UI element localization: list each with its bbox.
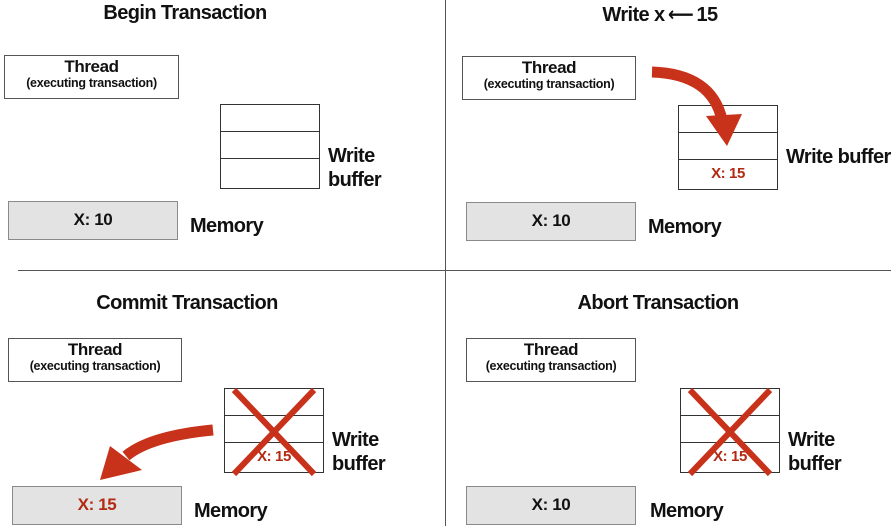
memory-value: X: 10: [531, 211, 571, 230]
buffer-row: [221, 105, 319, 132]
buffer-row: X: 15: [679, 160, 777, 187]
thread-subtitle: (executing transaction): [483, 77, 615, 91]
thread-box: Thread (executing transaction): [4, 55, 179, 99]
memory-value: X: 10: [73, 210, 113, 229]
buffer-row: [221, 132, 319, 159]
buffer-entry: X: 15: [711, 165, 745, 182]
buffer-row: [681, 389, 779, 416]
memory-box: X: 10: [466, 486, 636, 525]
write-buffer: [220, 104, 320, 189]
buffer-row: [679, 106, 777, 133]
thread-title: Thread: [523, 340, 579, 359]
write-label-line2: buffer: [328, 169, 382, 191]
memory-label: Memory: [190, 215, 264, 237]
memory-label: Memory: [650, 500, 724, 522]
write-buffer: X: 15: [678, 105, 778, 190]
buffer-row: [679, 133, 777, 160]
buffer-row: [225, 416, 323, 443]
write-label-line1: Write: [332, 429, 379, 451]
memory-box: X: 10: [8, 201, 178, 240]
memory-box: X: 15: [12, 486, 182, 525]
write-buffer-label: Write buffer: [332, 428, 386, 476]
thread-title: Thread: [64, 57, 119, 76]
write-label-line1: Write: [788, 429, 835, 451]
panel-title: Commit Transaction: [96, 292, 278, 314]
write-buffer: X: 15: [224, 388, 324, 473]
buffer-row: [221, 159, 319, 186]
memory-label: Memory: [648, 216, 722, 238]
buffer-row: [681, 416, 779, 443]
thread-subtitle: (executing transaction): [26, 76, 157, 90]
write-buffer-label: Write buffer: [328, 144, 382, 192]
thread-title: Thread: [521, 58, 577, 77]
write-label-line1: Write: [328, 145, 375, 167]
panel-title: Abort Transaction: [577, 292, 740, 314]
thread-box: Thread (executing transaction): [8, 338, 182, 382]
write-buffer: X: 15: [680, 388, 780, 473]
write-label-line2: buffer: [788, 453, 842, 475]
memory-box: X: 10: [466, 202, 636, 241]
panel-title: Write x ⟵ 15: [602, 4, 718, 26]
commit-arrow-head: [100, 446, 142, 480]
vertical-divider: [445, 0, 446, 526]
write-label-line2: buffer: [332, 453, 386, 475]
buffer-row: [225, 389, 323, 416]
thread-box: Thread (executing transaction): [462, 56, 636, 100]
write-buffer-label: Write buffer: [788, 428, 842, 476]
write-buffer-label: Write buffer: [786, 146, 891, 168]
horizontal-divider: [18, 270, 891, 271]
thread-title: Thread: [67, 340, 123, 359]
memory-value: X: 10: [531, 495, 571, 514]
thread-box: Thread (executing transaction): [466, 338, 636, 382]
commit-arrow-shaft: [122, 424, 214, 461]
memory-label: Memory: [194, 500, 268, 522]
buffer-row: X: 15: [681, 443, 779, 470]
buffer-entry: X: 15: [713, 448, 747, 465]
panel-title: Begin Transaction: [103, 2, 267, 24]
buffer-row: X: 15: [225, 443, 323, 470]
memory-value: X: 15: [77, 495, 117, 514]
thread-subtitle: (executing transaction): [485, 359, 617, 373]
thread-subtitle: (executing transaction): [29, 359, 161, 373]
buffer-entry: X: 15: [257, 448, 291, 465]
